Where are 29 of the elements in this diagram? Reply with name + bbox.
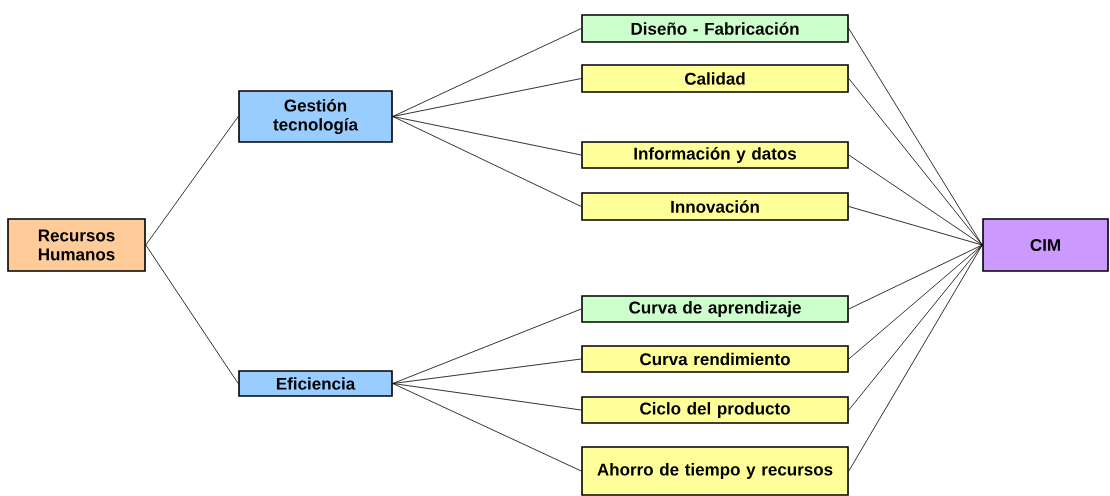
- connector-line: [848, 206, 983, 246]
- connector-line: [392, 308, 582, 384]
- connector-line: [392, 116, 582, 207]
- process-box: CIM: [982, 218, 1109, 272]
- connector-line: [145, 116, 239, 246]
- process-box: Calidad: [581, 64, 849, 93]
- process-box: Gestión tecnología: [238, 90, 393, 143]
- connector-line: [848, 78, 983, 246]
- connector-line: [392, 116, 582, 156]
- connector-line: [848, 244, 983, 472]
- connector-line: [392, 358, 582, 384]
- process-box: Eficiencia: [238, 370, 393, 397]
- connector-line: [848, 244, 983, 310]
- process-box: Ciclo del producto: [581, 396, 849, 424]
- process-box: Información y datos: [581, 141, 849, 169]
- connector-line: [848, 154, 983, 246]
- process-box: Diseño - Fabricación: [581, 14, 849, 43]
- process-box: Ahorro de tiempo y recursos: [581, 446, 849, 496]
- process-box: Innovación: [581, 192, 849, 221]
- connector-line: [848, 244, 983, 411]
- connector-line: [392, 78, 582, 117]
- connector-line: [145, 244, 239, 384]
- connector-line: [848, 244, 983, 360]
- process-box: Recursos Humanos: [7, 218, 146, 272]
- process-box: Curva de aprendizaje: [581, 295, 849, 323]
- connector-line: [392, 383, 582, 411]
- process-box: Curva rendimiento: [581, 345, 849, 373]
- connector-line: [392, 28, 582, 117]
- connector-line: [392, 383, 582, 472]
